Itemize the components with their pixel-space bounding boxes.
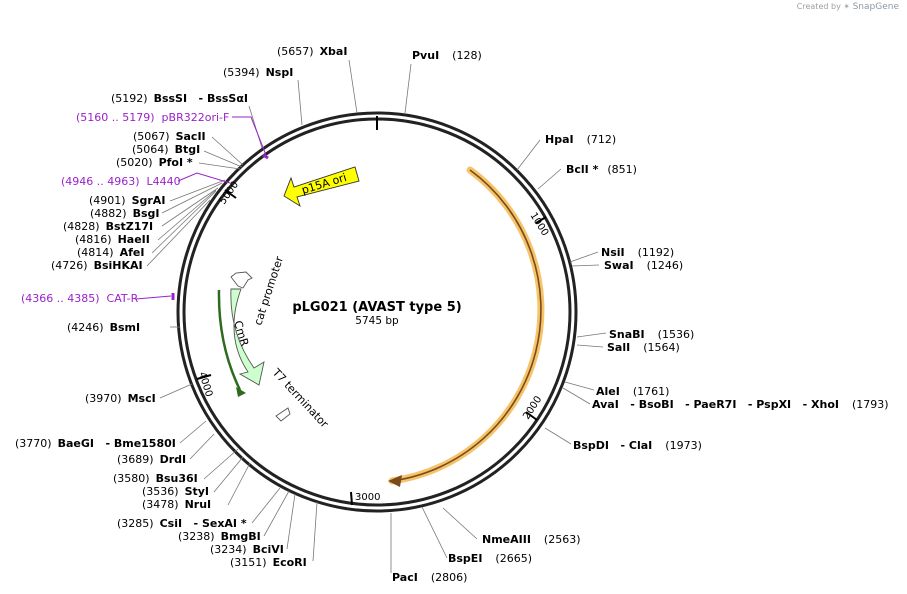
credit-prefix: Created by — [796, 2, 841, 11]
site-label-btgi[interactable]: (5064)BtgI — [132, 143, 200, 156]
tick-2000 — [525, 411, 538, 421]
tick-label-2000: 2000 — [521, 394, 544, 421]
site-label-bsihkai[interactable]: (4726)BsiHKAI — [51, 259, 143, 272]
site-label-sali[interactable]: SalI(1564) — [607, 341, 680, 354]
site-label-drdi[interactable]: (3689)DrdI — [117, 453, 186, 466]
snapgene-logo-icon: ✴ — [843, 2, 851, 11]
site-label-sgrai[interactable]: (4901)SgrAI — [89, 194, 165, 207]
site-label-baegi[interactable]: (3770)BaeGI - Bme1580I — [15, 437, 176, 450]
site-label-swai[interactable]: SwaI(1246) — [604, 259, 683, 272]
tick-4000 — [196, 374, 212, 380]
site-label-bstz17i[interactable]: (4828)BstZ17I — [63, 220, 153, 233]
credit-brand: SnapGene — [852, 2, 899, 12]
site-label-nrui[interactable]: (3478)NruI — [142, 498, 211, 511]
cat-r-primer-arc — [217, 289, 242, 391]
tick-1000 — [535, 216, 547, 224]
site-label-paci[interactable]: PacI(2806) — [392, 571, 467, 584]
tick-5000 — [224, 189, 237, 199]
site-label-csii[interactable]: (3285)CsiI - SexAI * — [117, 517, 247, 530]
site-label-afei[interactable]: (4814)AfeI — [77, 246, 144, 259]
site-label-msci[interactable]: (3970)MscI — [85, 392, 156, 405]
cat-r-primer-arrowhead — [236, 387, 246, 397]
site-label-bsgi[interactable]: (4882)BsgI — [90, 207, 159, 220]
site-label-bmgbi[interactable]: (3238)BmgBI — [178, 530, 261, 543]
site-label-bspdi[interactable]: BspDI - ClaI(1973) — [573, 439, 702, 452]
tick-label-3000: 3000 — [355, 492, 380, 503]
site-label-bcli[interactable]: BclI *(851) — [566, 163, 637, 176]
cat-promoter-label: cat promoter — [251, 254, 286, 327]
feature-leader-lines — [135, 116, 267, 300]
snapgene-credit: Created by ✴ SnapGene — [797, 2, 899, 12]
site-label-snabi[interactable]: SnaBI(1536) — [609, 328, 694, 341]
p15a-ori-feature[interactable]: p15A ori — [283, 166, 360, 208]
site-label-pfoi[interactable]: (5020)PfoI * — [116, 156, 193, 169]
site-label-xbai[interactable]: (5657)XbaI — [277, 45, 347, 58]
site-label-bsssi[interactable]: (5192)BssSI - BssSαI — [111, 92, 248, 105]
site-label-hpai[interactable]: HpaI(712) — [545, 133, 616, 146]
cmr-feature[interactable]: CmR — [230, 288, 265, 386]
site-label-haeii[interactable]: (4816)HaeII — [75, 233, 150, 246]
t7-terminator-feature[interactable]: T7 terminator — [269, 365, 331, 430]
site-label-sacii[interactable]: (5067)SacII — [133, 130, 206, 143]
feature-tag-pbr322ori-f[interactable]: (5160 .. 5179) pBR322ori-F — [76, 111, 229, 124]
site-leader-lines — [146, 59, 607, 573]
feature-tag-l4440[interactable]: (4946 .. 4963) L4440 — [61, 175, 181, 188]
site-label-nspi[interactable]: (5394)NspI — [223, 66, 293, 79]
plasmid-length: 5745 bp — [355, 315, 399, 327]
tick-label-1000: 1000 — [527, 211, 550, 238]
site-label-avai[interactable]: AvaI - BsoBI - PaeR7I - PspXI - XhoI(179… — [592, 398, 889, 411]
p15a-ori-label: p15A ori — [300, 171, 348, 197]
orf-arrow[interactable] — [388, 166, 545, 487]
site-label-alei[interactable]: AleI(1761) — [596, 385, 669, 398]
tick-3000 — [350, 491, 353, 506]
feature-tag-cat-r[interactable]: (4366 .. 4385) CAT-R — [21, 292, 139, 305]
plasmid-name: pLG021 (AVAST type 5) — [292, 300, 461, 315]
site-label-nsii[interactable]: NsiI(1192) — [601, 246, 674, 259]
site-label-pvui[interactable]: PvuI(128) — [412, 49, 482, 62]
backbone-outer-strand — [176, 111, 578, 513]
site-label-bcivi[interactable]: (3234)BciVI — [210, 543, 284, 556]
site-label-bsmi[interactable]: (4246)BsmI — [67, 321, 140, 334]
site-label-styi[interactable]: (3536)StyI — [142, 485, 209, 498]
t7-terminator-label: T7 terminator — [269, 365, 331, 430]
site-label-bspei[interactable]: BspEI(2665) — [448, 552, 532, 565]
site-label-ecori[interactable]: (3151)EcoRI — [230, 556, 307, 569]
site-label-nmeaiii[interactable]: NmeAIII(2563) — [482, 533, 581, 546]
site-label-bsu36i[interactable]: (3580)Bsu36I — [113, 472, 198, 485]
pbr322ori-f-primer-mark — [262, 153, 269, 160]
